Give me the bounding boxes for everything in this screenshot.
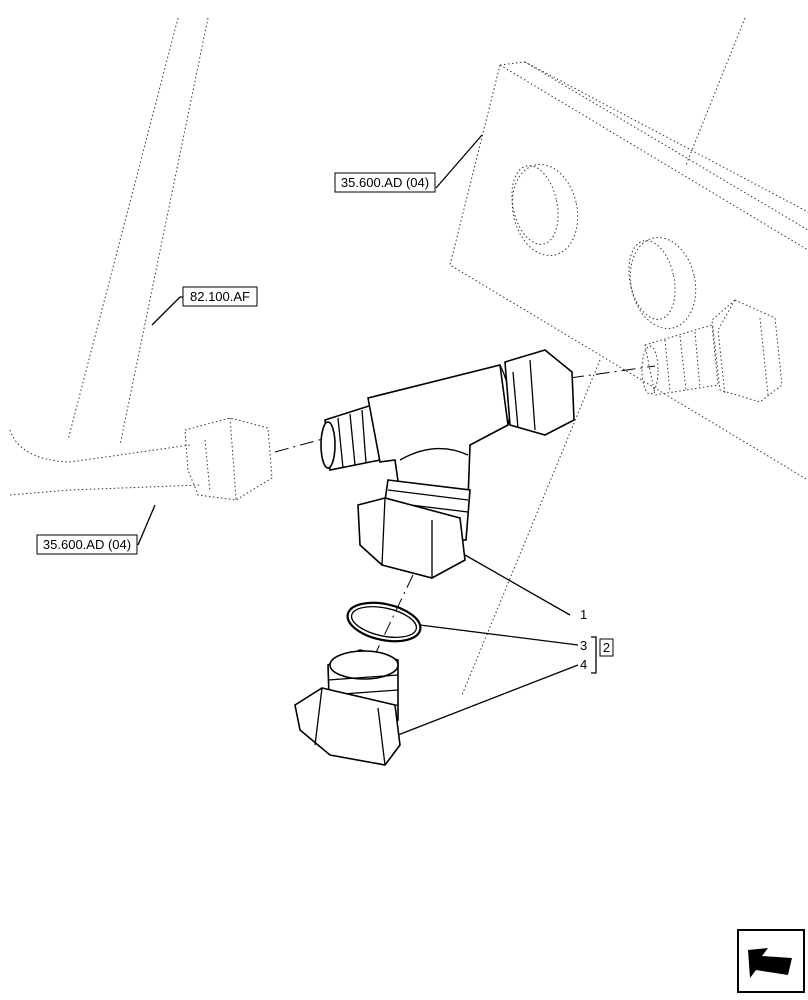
mounting-plate-phantom	[449, 61, 808, 696]
tee-fitting	[320, 349, 575, 579]
adapter-phantom	[641, 299, 783, 403]
plug	[294, 649, 401, 766]
svg-text:35.600.AD (04): 35.600.AD (04)	[341, 175, 429, 190]
assembly-axis	[274, 365, 656, 666]
kit-bracket	[591, 636, 597, 674]
previous-page-arrow-icon[interactable]	[737, 929, 805, 993]
ref-box-frame-left[interactable]: 82.100.AF	[182, 286, 258, 307]
o-ring	[346, 601, 422, 643]
svg-text:2: 2	[603, 640, 610, 655]
hose-phantom	[9, 417, 273, 501]
callout-item-1: 1	[580, 607, 587, 622]
callout-item-4: 4	[580, 657, 587, 672]
svg-text:82.100.AF: 82.100.AF	[190, 289, 250, 304]
callout-kit-2: 2	[599, 638, 614, 657]
svg-text:35.600.AD (04): 35.600.AD (04)	[43, 537, 131, 552]
frame-rail-phantom	[67, 17, 746, 446]
callout-item-3: 3	[580, 638, 587, 653]
ref-box-frame-top[interactable]: 35.600.AD (04)	[334, 172, 436, 193]
ref-box-hose[interactable]: 35.600.AD (04)	[36, 534, 138, 555]
